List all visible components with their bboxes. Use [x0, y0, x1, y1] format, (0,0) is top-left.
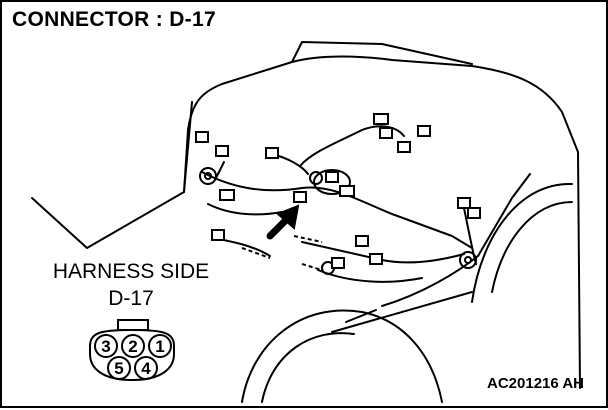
harness-connector	[331, 257, 345, 269]
harness-connector	[325, 171, 339, 183]
connector-id-text: D-17	[108, 287, 154, 310]
connector-face	[89, 319, 175, 382]
front-wheel-arch	[241, 309, 443, 403]
rear-wheel-arch	[471, 182, 573, 303]
harness-main	[301, 241, 465, 264]
harness-dashed	[293, 235, 323, 243]
grommet	[204, 172, 212, 180]
harness-connector	[265, 147, 279, 159]
harness-connector	[467, 207, 481, 219]
harness-connector	[373, 113, 389, 125]
body-outline	[291, 41, 473, 65]
harness-connector	[293, 191, 307, 203]
body-outline	[31, 55, 581, 389]
reference-code: AC201216 AH	[487, 375, 584, 392]
harness-connector	[417, 125, 431, 137]
front-wheel-arch	[261, 332, 355, 403]
harness-connector	[355, 235, 369, 247]
harness-connector	[339, 185, 355, 197]
harness-connector	[369, 253, 383, 265]
page-title: CONNECTOR : D-17	[12, 8, 216, 31]
grommet	[464, 256, 472, 264]
harness-side-text: HARNESS SIDE	[52, 260, 210, 283]
harness-dashed	[301, 263, 323, 271]
rear-wheel-arch	[491, 201, 573, 293]
grommet	[309, 171, 323, 185]
harness-connector	[457, 197, 471, 209]
harness-connector	[379, 127, 393, 139]
pin-4: 4	[141, 359, 151, 378]
harness-main	[381, 173, 531, 307]
grommet	[313, 169, 351, 195]
harness-connector	[195, 131, 209, 143]
harness-connector	[397, 141, 411, 153]
harness-main	[207, 203, 283, 216]
harness-main	[345, 309, 377, 323]
harness-connector	[211, 229, 225, 241]
harness-connector	[219, 189, 235, 201]
harness-main	[215, 161, 225, 179]
pin-5: 5	[114, 359, 123, 378]
harness-main	[201, 171, 473, 249]
pin-1: 1	[155, 337, 164, 356]
location-arrow	[266, 204, 300, 240]
rear-wheel-arch	[331, 291, 473, 333]
harness-dashed	[241, 247, 271, 259]
harness-connector	[215, 145, 229, 157]
pin-2: 2	[128, 337, 137, 356]
harness-main	[299, 125, 405, 167]
harness-side-label: HARNESS SIDE D-17	[36, 258, 226, 312]
grommet	[199, 167, 217, 185]
pin-3: 3	[101, 337, 110, 356]
body-outline	[183, 101, 193, 193]
grommet	[459, 251, 477, 269]
